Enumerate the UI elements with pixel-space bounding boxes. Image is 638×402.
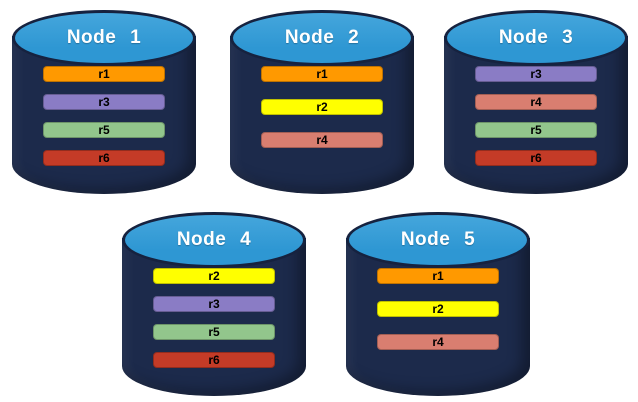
database-node-2: Node 2 r1 r2 r4 <box>230 8 414 194</box>
replica-list: r1 r3 r5 r6 <box>43 66 165 166</box>
node-label: Node 1 <box>66 27 142 48</box>
replica-list: r1 r2 r4 <box>377 268 499 350</box>
replica-bar-r5: r5 <box>475 122 597 138</box>
node-label: Node 2 <box>284 27 360 48</box>
node-label: Node 4 <box>176 229 252 250</box>
database-node-1: Node 1 r1 r3 r5 r6 <box>12 8 196 194</box>
replica-bar-r5: r5 <box>153 324 275 340</box>
replica-bar-r3: r3 <box>475 66 597 82</box>
cylinder-top: Node 1 <box>12 10 196 66</box>
replica-bar-r5: r5 <box>43 122 165 138</box>
replica-bar-r6: r6 <box>153 352 275 368</box>
replica-bar-r4: r4 <box>475 94 597 110</box>
database-node-4: Node 4 r2 r3 r5 r6 <box>122 210 306 396</box>
replica-bar-r4: r4 <box>261 132 383 148</box>
replica-bar-r1: r1 <box>261 66 383 82</box>
node-label: Node 3 <box>498 27 574 48</box>
replica-list: r2 r3 r5 r6 <box>153 268 275 368</box>
replica-bar-r2: r2 <box>153 268 275 284</box>
replica-bar-r3: r3 <box>43 94 165 110</box>
replica-list: r3 r4 r5 r6 <box>475 66 597 166</box>
replica-bar-r2: r2 <box>261 99 383 115</box>
replica-bar-r2: r2 <box>377 301 499 317</box>
replica-bar-r6: r6 <box>475 150 597 166</box>
replica-list: r1 r2 r4 <box>261 66 383 148</box>
database-node-3: Node 3 r3 r4 r5 r6 <box>444 8 628 194</box>
replica-bar-r4: r4 <box>377 334 499 350</box>
cylinder-top: Node 4 <box>122 212 306 268</box>
cylinder-top: Node 3 <box>444 10 628 66</box>
cylinder-top: Node 2 <box>230 10 414 66</box>
replica-bar-r1: r1 <box>377 268 499 284</box>
database-node-5: Node 5 r1 r2 r4 <box>346 210 530 396</box>
node-label: Node 5 <box>400 229 476 250</box>
replica-bar-r6: r6 <box>43 150 165 166</box>
replica-bar-r1: r1 <box>43 66 165 82</box>
cylinder-top: Node 5 <box>346 212 530 268</box>
replica-bar-r3: r3 <box>153 296 275 312</box>
